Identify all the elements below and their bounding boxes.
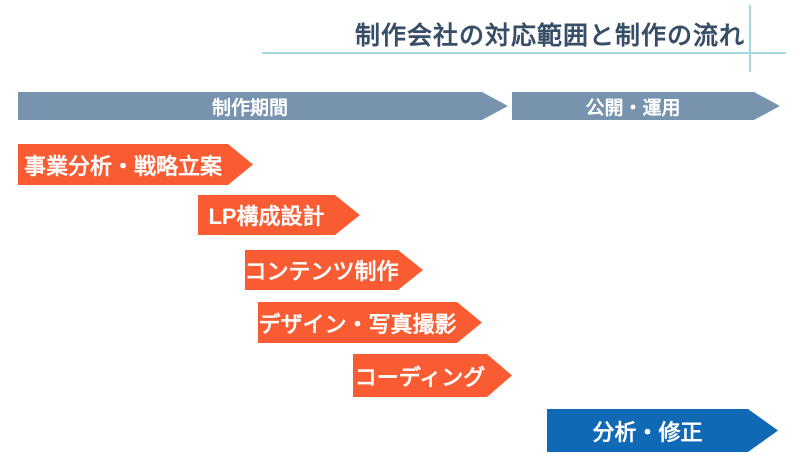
task-arrow-lp-structure-design: LP構成設計 (198, 195, 360, 235)
task-arrow-analysis-correction: 分析・修正 (547, 409, 778, 452)
phase-banner-production-period: 制作期間 (18, 92, 508, 120)
task-label: LP構成設計 (208, 204, 325, 229)
phase-banner-publish-operate: 公開・運用 (512, 92, 780, 120)
task-label: コンテンツ制作 (244, 259, 399, 284)
title-underline (262, 52, 786, 54)
task-arrow-business-analysis: 事業分析・戦略立案 (18, 144, 253, 185)
title-vertical-line (749, 5, 751, 72)
task-arrow-content-production: コンテンツ制作 (245, 250, 423, 290)
phase-label: 公開・運用 (585, 97, 681, 119)
task-arrow-design-photography: デザイン・写真撮影 (258, 302, 482, 343)
task-label: 事業分析・戦略立案 (23, 153, 222, 179)
task-label: コーディング (354, 364, 486, 390)
page-title: 制作会社の対応範囲と制作の流れ (354, 22, 745, 50)
task-label: デザイン・写真撮影 (258, 311, 457, 337)
task-arrow-coding: コーディング (353, 354, 512, 397)
task-label: 分析・修正 (592, 419, 703, 445)
phase-label: 制作期間 (211, 97, 288, 119)
